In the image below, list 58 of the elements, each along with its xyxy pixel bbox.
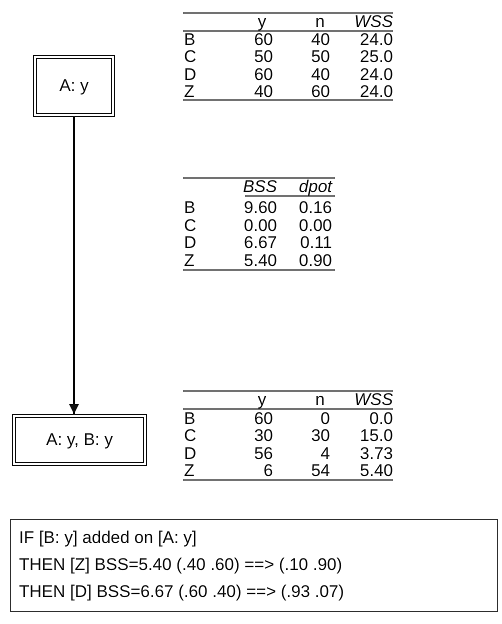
row-label: B [184, 410, 196, 428]
arrow [69, 117, 79, 414]
table-value: 5.40 [360, 462, 393, 480]
row-label: D [184, 66, 196, 84]
table-value: 40 [311, 66, 330, 84]
table-value: 30 [254, 427, 273, 445]
column-header: y [258, 13, 266, 31]
column-header: n [315, 13, 325, 31]
table-value: 3.73 [360, 445, 393, 463]
table-value: 60 [254, 31, 273, 49]
table-value: 30 [311, 427, 330, 445]
row-label: B [184, 31, 196, 49]
table-value: 15.0 [360, 427, 393, 445]
state-box: A: y, B: y [12, 414, 147, 466]
table-value: 0.00 [244, 217, 277, 235]
table-value: 6 [264, 462, 273, 480]
table-value: 0.16 [298, 199, 332, 217]
table-value: 5.40 [244, 252, 277, 270]
column-header: WSS [354, 391, 393, 409]
table-value: 0.90 [298, 252, 332, 270]
column-header: y [258, 391, 266, 409]
row-label: C [184, 217, 196, 235]
column-header: n [315, 391, 325, 409]
table-value: 60 [311, 83, 330, 101]
table-value: 0 [320, 410, 330, 428]
table-value: 40 [311, 31, 330, 49]
table-value: 54 [311, 462, 330, 480]
row-label: D [184, 445, 196, 463]
row-label: C [184, 427, 196, 445]
table-value: 24.0 [360, 66, 393, 84]
table-value: 25.0 [360, 48, 393, 66]
table-value: 56 [254, 445, 273, 463]
column-header: WSS [354, 13, 393, 31]
column-header: dpot [298, 178, 332, 196]
table-value: 50 [254, 48, 273, 66]
column-header: BSS [242, 178, 277, 196]
table-value: 6.67 [244, 234, 277, 252]
rule-text: THEN [Z] BSS=5.40 (.40 .60) ==> (.10 .90) [19, 554, 344, 576]
table-value: 60 [254, 66, 273, 84]
state-box: A: y [33, 55, 115, 117]
row-label: D [184, 234, 196, 252]
table-value: 24.0 [360, 83, 393, 101]
table-value: 4 [320, 445, 330, 463]
table-value: 0.0 [369, 410, 393, 428]
row-label: Z [184, 462, 194, 480]
row-label: Z [184, 252, 194, 270]
table-value: 24.0 [360, 31, 393, 49]
rule-text: THEN [D] BSS=6.67 (.60 .40) ==> (.93 .07) [19, 581, 346, 603]
row-label: B [184, 199, 196, 217]
table-value: 0.00 [298, 217, 332, 235]
table-value: 60 [254, 410, 273, 428]
table-value: 50 [311, 48, 330, 66]
row-label: C [184, 48, 196, 66]
table-value: 0.11 [300, 234, 332, 252]
rule-text: IF [B: y] added on [A: y] [19, 527, 198, 549]
table-value: 9.60 [244, 199, 277, 217]
row-label: Z [184, 83, 194, 101]
table-value: 40 [254, 83, 273, 101]
